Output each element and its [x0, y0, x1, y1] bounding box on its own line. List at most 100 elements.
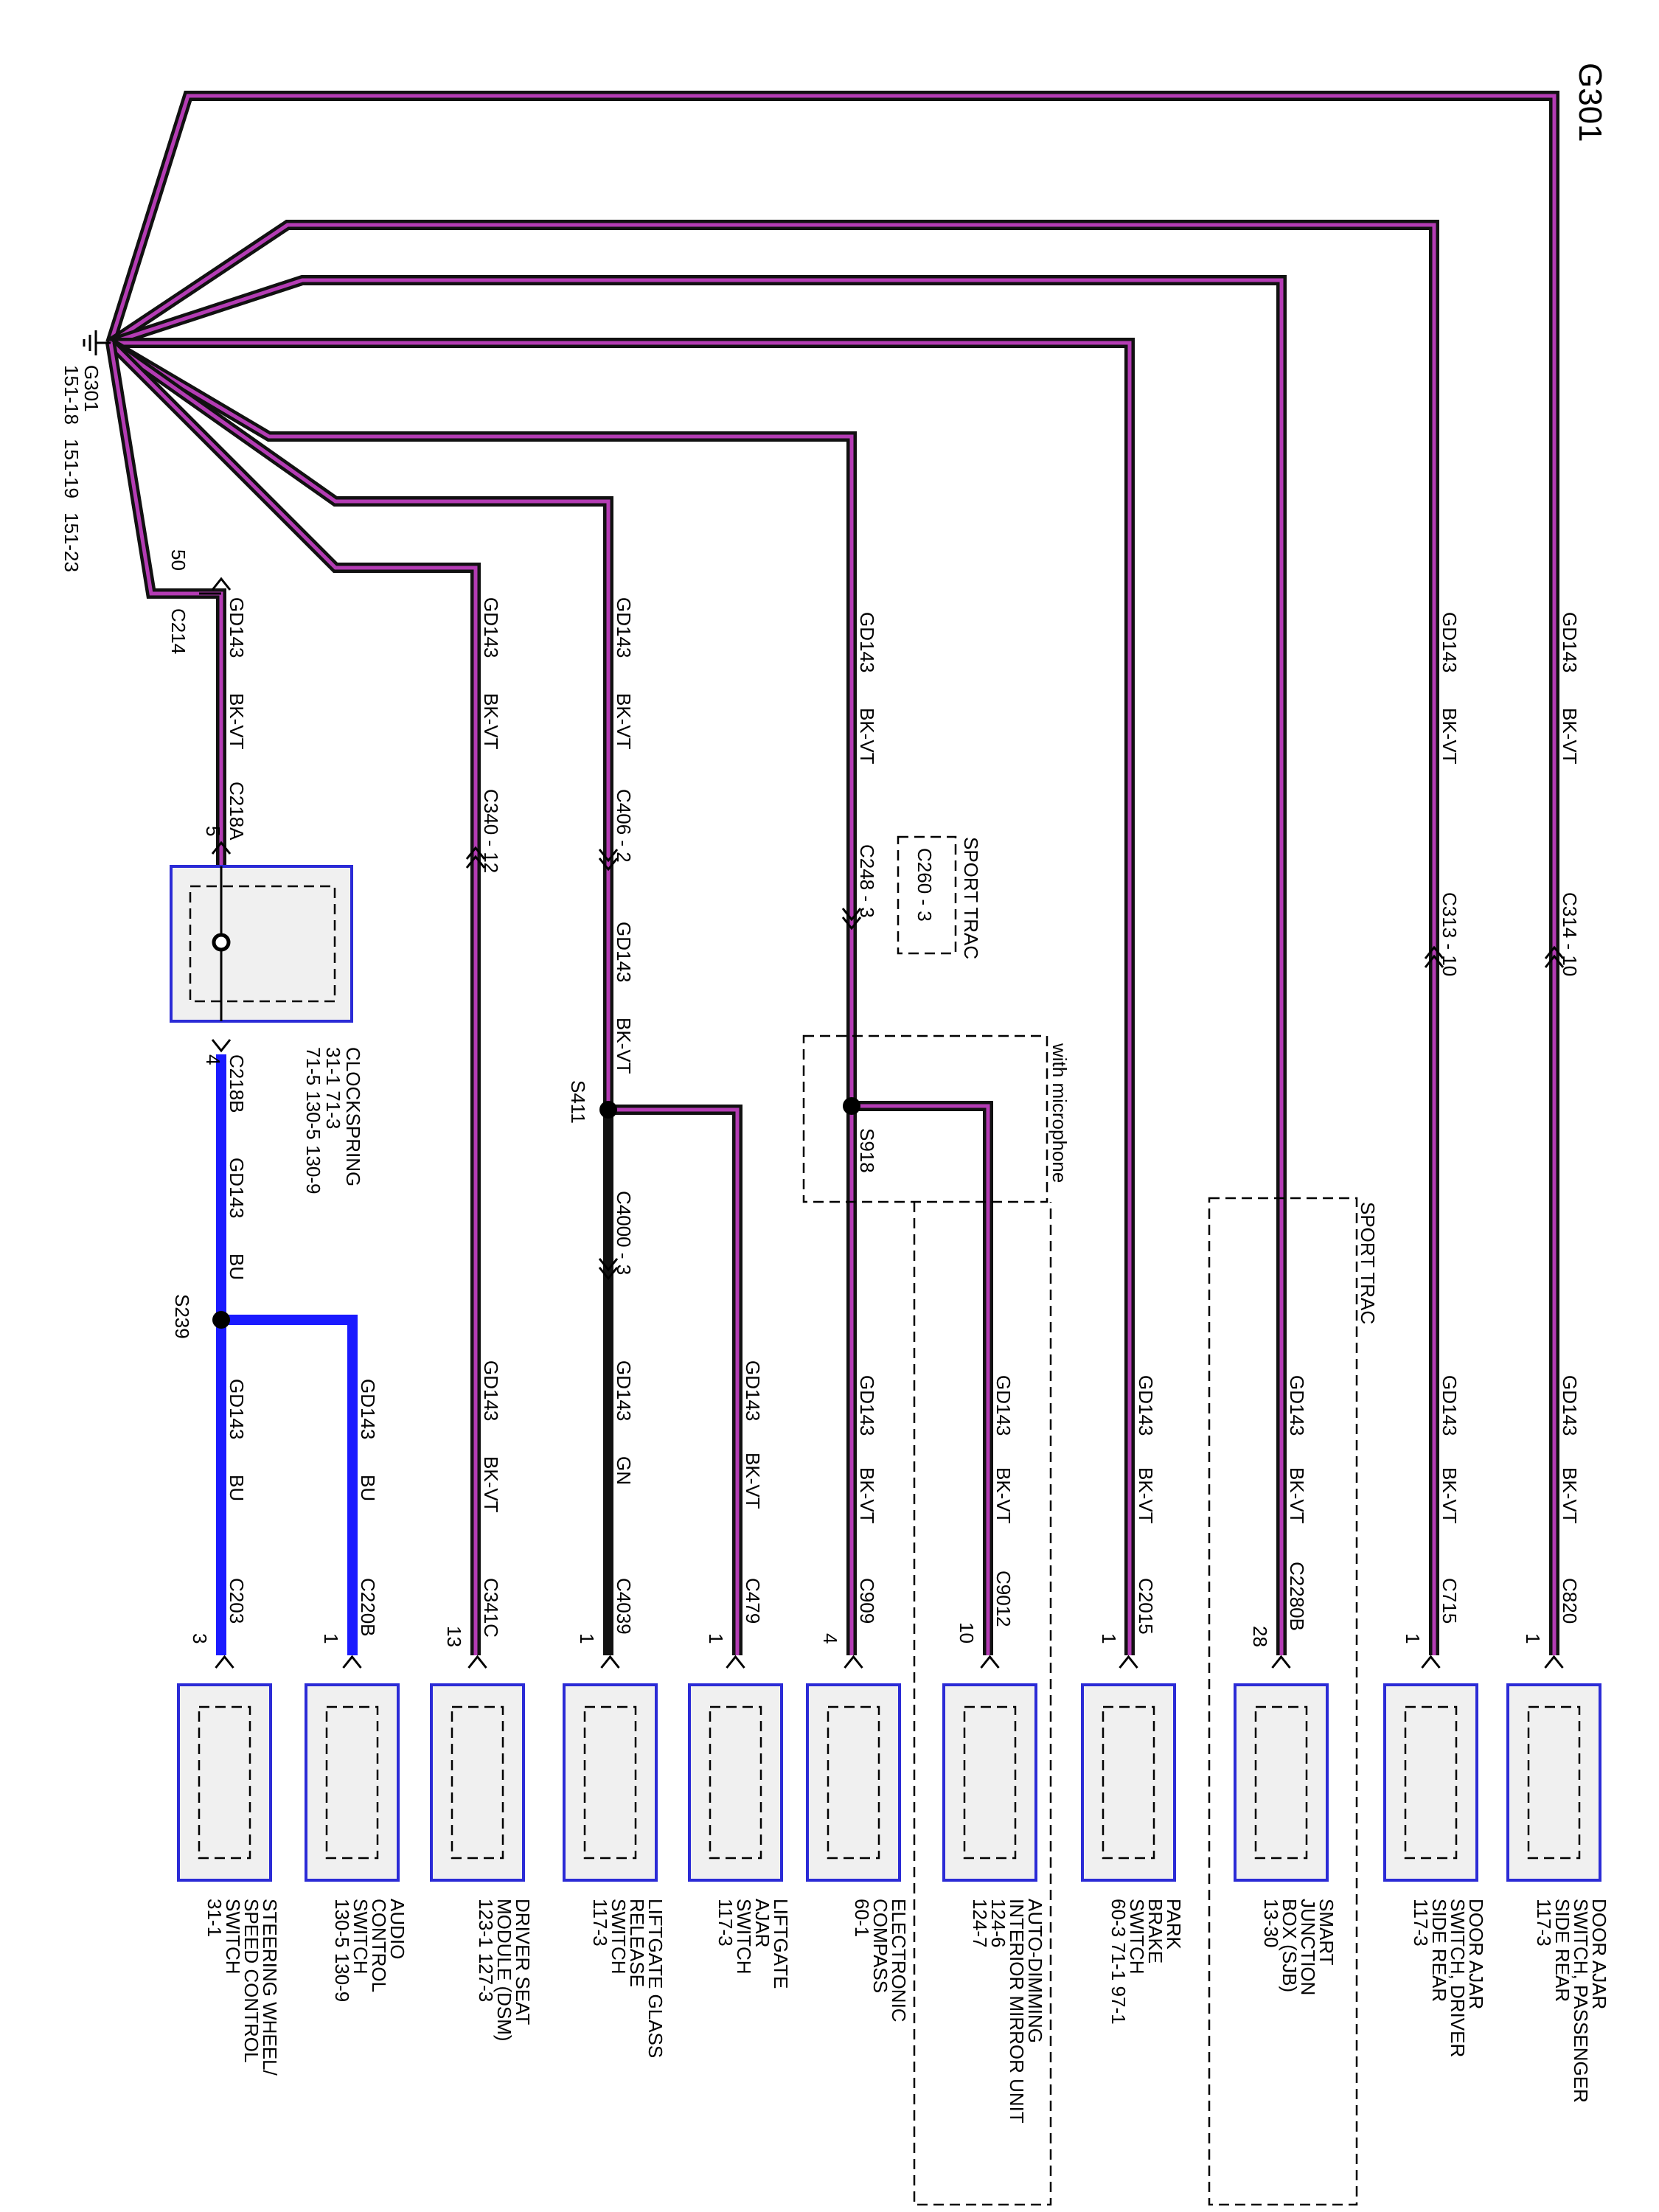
splice-s918 [843, 1097, 860, 1115]
component-c11-line-3: SWITCH [222, 1899, 244, 1975]
pin-arrow [342, 1655, 362, 1669]
wire-label-w5-pin: 10 [956, 1622, 978, 1644]
wire-label-w3-color: BK-VT [1286, 1467, 1308, 1524]
ground-ref-3: 151-23 [60, 512, 83, 572]
wire-label-w6a-connector_mid: C248 - 3 [856, 844, 878, 918]
clockspring-line-3: 71-5 130-5 130-9 [302, 1047, 324, 1194]
component-box [177, 1683, 272, 1882]
component-c7-line-1: LIFTGATE [770, 1899, 792, 1989]
wire-dsm [107, 339, 481, 1655]
wire-label-w8b-color: BK-VT [613, 1018, 635, 1074]
wire-label-w10a-pin_start: 50 [167, 549, 189, 571]
connector-marks [199, 577, 1565, 1281]
wire-label-w10b-connector_mid: C218B [226, 1054, 248, 1113]
wire-label-w7-end_connector: C479 [742, 1578, 764, 1624]
component-c6-line-1: ELECTRONIC [888, 1899, 910, 2023]
wire-label-w10a-circuit: GD143 [226, 597, 248, 658]
ground-ref-2: 151-19 [60, 439, 83, 498]
component-c5-line-4: 124-7 [969, 1899, 991, 1948]
component-c4-line-4: 60-3 71-1 97-1 [1107, 1899, 1130, 2025]
component-inner [198, 1705, 251, 1860]
wire-label-w9b-circuit: GD143 [480, 1360, 502, 1421]
splice-s411 [599, 1101, 617, 1119]
wire-label-w10d-pin: 3 [189, 1633, 211, 1644]
wire-compass-mirror [108, 338, 857, 1655]
component-c2-line-1: DOOR AJAR [1465, 1899, 1487, 2009]
wire-label-w7-circuit: GD143 [742, 1360, 764, 1421]
wire-label-w8b-circuit: GD143 [613, 922, 635, 982]
component-c1-line-2: SWITCH, PASSENGER [1570, 1899, 1592, 2103]
ground-top-label: G301 [1572, 63, 1608, 142]
component-c3-line-3: BOX (SJB) [1279, 1899, 1301, 1992]
wire-label-w10a-pin_mid: 5 [202, 826, 224, 836]
pin-arrow [1119, 1655, 1138, 1669]
note-c260: C260 - 3 [914, 848, 936, 922]
component-inner [1254, 1705, 1308, 1860]
wire-label-w8b-connector_mid: C4000 - 3 [613, 1191, 635, 1275]
component-c6-line-2: COMPASS [869, 1899, 891, 1993]
wire-label-w1-connector_mid: C314 - 10 [1559, 892, 1581, 976]
wire-label-w8c-circuit: GD143 [613, 1360, 635, 1421]
wire-label-w10c-pin: 1 [320, 1633, 342, 1644]
pin-arrow [1544, 1655, 1564, 1669]
wire-label-w10b-color: BU [226, 1253, 248, 1280]
wire-label-w8c-end_connector: C4039 [613, 1578, 635, 1635]
wire-clockspring [105, 341, 226, 866]
splice-s239 [212, 1311, 230, 1329]
wire-label-w10a-connector_start: C214 [167, 608, 189, 654]
pin-arrow [215, 1655, 234, 1669]
component-c9-line-1: DRIVER SEAT [512, 1899, 534, 2025]
component-c7-line-2: AJAR [751, 1899, 773, 1947]
wire-label-w1-color: BK-VT [1559, 708, 1581, 765]
wire-label-w9a-color: BK-VT [480, 693, 502, 750]
component-c3-line-2: JUNCTION [1297, 1899, 1319, 1995]
wire-liftgate [107, 338, 613, 1110]
wire-label-w1-circuit: GD143 [1559, 612, 1581, 672]
wire-label-w9b-end_connector: C341C [480, 1578, 502, 1638]
wire-label-w6b-end_connector: C909 [856, 1578, 878, 1624]
component-c2-line-2: SWITCH, DRIVER [1447, 1899, 1469, 2057]
component-c4-line-2: BRAKE [1144, 1899, 1166, 1964]
wire-label-w2-connector_mid: C313 - 10 [1439, 892, 1461, 976]
component-box [942, 1683, 1037, 1882]
component-box [305, 1683, 400, 1882]
wire-stripe [852, 1104, 990, 1655]
wire-label-w10d-end_connector: C203 [226, 1578, 248, 1624]
wire-label-w2-end_connector: C715 [1439, 1578, 1461, 1624]
wire-label-w9b-pin: 13 [443, 1626, 465, 1647]
pin-arrow [726, 1655, 745, 1669]
wire-label-w4-color: BK-VT [1135, 1467, 1157, 1524]
ground-ref-1: 151-18 [60, 365, 83, 425]
wire-stripe [109, 341, 611, 1110]
component-c11-line-1: STEERING WHEEL/ [259, 1899, 281, 2076]
component-c8-line-1: LIFTGATE GLASS [644, 1899, 667, 2058]
wire-label-w8c-color: GN [613, 1456, 635, 1485]
note-sport-trac-alt: SPORT TRAC [960, 837, 982, 959]
with-microphone-box [802, 1034, 1048, 1203]
wire-label-w3-pin: 28 [1249, 1626, 1271, 1647]
component-c1-line-3: SIDE REAR [1551, 1899, 1573, 2002]
component-c4-line-3: SWITCH [1126, 1899, 1148, 1975]
wire-park-brake [111, 338, 1135, 1655]
wire-label-w9b-color: BK-VT [480, 1456, 502, 1513]
wire-label-w1-end_connector: C820 [1559, 1578, 1581, 1624]
wire-mirror-branch [852, 1101, 993, 1655]
wire-label-w4-circuit: GD143 [1135, 1375, 1157, 1436]
component-box [1081, 1683, 1176, 1882]
component-inner [827, 1705, 880, 1860]
wire-sjb [108, 275, 1287, 1655]
wire-stripe [111, 341, 1132, 1655]
note-sport-trac: SPORT TRAC [1357, 1202, 1379, 1324]
wire-label-w2-color: BK-VT [1439, 708, 1461, 765]
wire-label-w6a-splice: S918 [856, 1128, 878, 1173]
component-c4-line-1: PARK [1163, 1899, 1185, 1950]
pin-arrow [844, 1655, 863, 1669]
wire-label-w5-color: BK-VT [992, 1467, 1015, 1524]
